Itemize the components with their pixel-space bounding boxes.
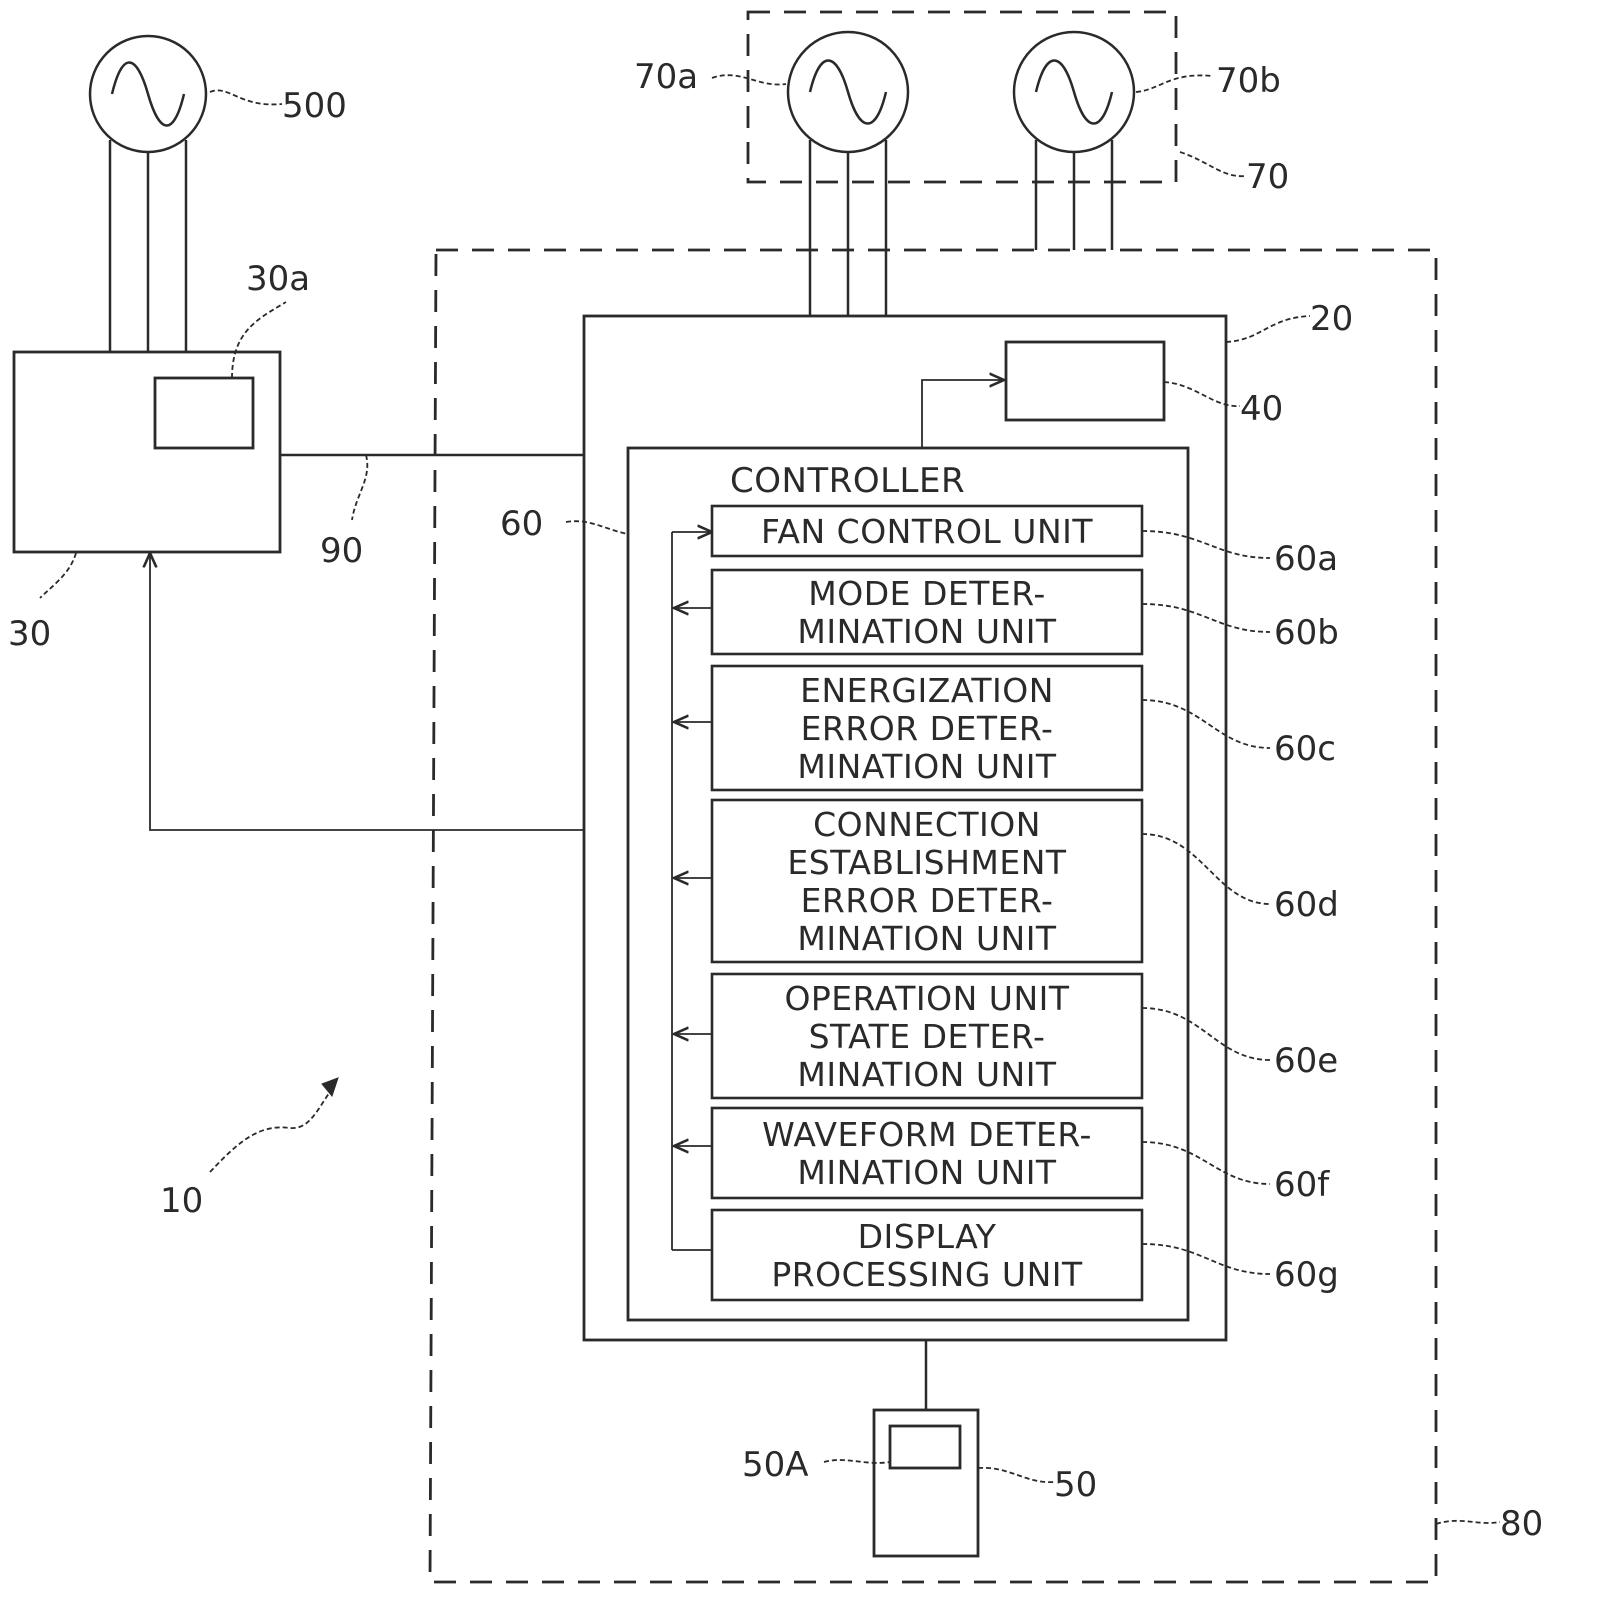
unit-label-60e-line-3: MINATION UNIT — [797, 1055, 1057, 1094]
ref-50A: 50A — [742, 1445, 809, 1485]
ref-500: 500 — [282, 86, 347, 126]
ref-60: 60 — [500, 504, 543, 544]
leader-70b — [1136, 75, 1212, 92]
ref-80: 80 — [1500, 1504, 1543, 1544]
ref-60c: 60c — [1274, 729, 1336, 769]
arrow-10-icon — [322, 1078, 338, 1096]
unit-label-60d-line-3: ERROR DETER- — [801, 881, 1054, 920]
ref-30a: 30a — [246, 259, 310, 299]
controller-title: CONTROLLER — [730, 461, 965, 501]
leader-80 — [1436, 1521, 1500, 1524]
ref-70a: 70a — [634, 57, 698, 97]
unit-label-60b-line-1: MODE DETER- — [808, 574, 1045, 613]
leader-30 — [40, 553, 76, 598]
unit-label-60e-line-1: OPERATION UNIT — [784, 979, 1069, 1018]
display-30a — [155, 378, 253, 448]
ref-70b: 70b — [1216, 61, 1281, 101]
leader-20 — [1226, 316, 1310, 342]
controller-units: FAN CONTROL UNIT60aMODE DETER-MINATION U… — [674, 506, 1339, 1300]
ref-10: 10 — [160, 1181, 203, 1221]
leader-500 — [210, 90, 282, 104]
sine-wave-icon — [112, 63, 184, 126]
unit-label-60d-line-4: MINATION UNIT — [797, 919, 1057, 958]
unit-label-60f-line-2: MINATION UNIT — [797, 1153, 1057, 1192]
power-source-500 — [90, 36, 206, 352]
unit-label-60g-line-2: PROCESSING UNIT — [771, 1255, 1083, 1294]
ref-70: 70 — [1246, 157, 1289, 197]
unit-label-60d-line-2: ESTABLISHMENT — [787, 843, 1066, 882]
unit-label-60e-line-2: STATE DETER- — [809, 1017, 1046, 1056]
block-40 — [1006, 342, 1164, 420]
unit-label-60d-line-1: CONNECTION — [813, 805, 1041, 844]
screen-50A — [890, 1426, 960, 1468]
unit-label-60a-line-1: FAN CONTROL UNIT — [761, 512, 1093, 551]
leader-90 — [352, 455, 367, 520]
ref-50: 50 — [1054, 1465, 1097, 1505]
ref-30: 30 — [8, 614, 51, 654]
unit-label-60c-line-2: ERROR DETER- — [801, 709, 1054, 748]
ref-90: 90 — [320, 531, 363, 571]
ref-60d: 60d — [1274, 885, 1339, 925]
fan-motor-70a — [788, 32, 908, 316]
leader-70 — [1180, 152, 1246, 176]
sine-wave-icon — [1036, 61, 1112, 124]
unit-label-60g-line-1: DISPLAY — [858, 1217, 997, 1256]
unit-label-60f-line-1: WAVEFORM DETER- — [762, 1115, 1092, 1154]
leader-10 — [210, 1086, 334, 1172]
unit-label-60b-line-2: MINATION UNIT — [797, 612, 1057, 651]
signal-line-30-60 — [150, 553, 630, 830]
leader-50 — [978, 1468, 1054, 1482]
ref-60e: 60e — [1274, 1041, 1338, 1081]
fan-motor-70b — [1014, 32, 1134, 250]
sine-wave-icon — [810, 61, 886, 124]
ref-20: 20 — [1310, 299, 1353, 339]
ref-60g: 60g — [1274, 1255, 1339, 1295]
ref-60a: 60a — [1274, 539, 1338, 579]
unit-label-60c-line-3: MINATION UNIT — [797, 747, 1057, 786]
unit-label-60c-line-1: ENERGIZATION — [800, 671, 1054, 710]
ref-60f: 60f — [1274, 1165, 1330, 1205]
ref-40: 40 — [1240, 389, 1283, 429]
ref-60b: 60b — [1274, 613, 1339, 653]
